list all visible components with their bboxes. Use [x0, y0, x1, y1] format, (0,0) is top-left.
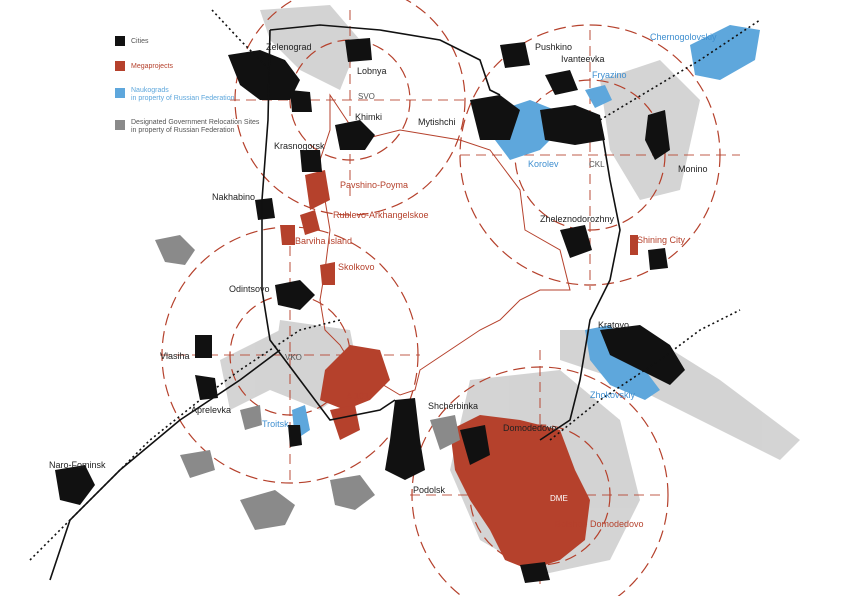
label-bolshoe-domodedovo: Bolshoe Domodedovo	[555, 519, 644, 529]
label-aprelevka: Aprelevka	[191, 405, 231, 415]
legend-swatch-cities	[115, 36, 125, 46]
city-boundary	[319, 93, 571, 396]
label-mytishchi: Mytishchi	[418, 117, 456, 127]
label-krasnogorsk: Krasnogorsk	[274, 141, 325, 151]
naukograd-labels: Chernogolovskiy Fryazino Korolev Zhokovs…	[262, 32, 717, 429]
cities-layer	[55, 38, 685, 583]
label-zheleznodorozhny: Zheleznodorozhny	[540, 214, 615, 224]
label-chernogolovskiy: Chernogolovskiy	[650, 32, 717, 42]
label-monino: Monino	[678, 164, 708, 174]
label-a101: A 101	[346, 391, 369, 401]
label-dme: DME	[550, 494, 568, 503]
legend-label-relocation-line1: Designated Government Relocation Sites	[131, 119, 260, 126]
label-vlasiha: Vlasiha	[160, 351, 190, 361]
label-odintsovo: Odintsovo	[229, 284, 270, 294]
label-pavshino-poyma: Pavshino-Poyma	[340, 180, 408, 190]
label-skolkovo: Skolkovo	[338, 262, 375, 272]
megaproject-labels: Pavshino-Poyma Rublevo-Arkhangelskoe Bar…	[295, 180, 686, 529]
label-ivanteevka: Ivanteevka	[561, 54, 605, 64]
airport-labels: SVO CKL VKO DME	[285, 92, 605, 503]
label-podolsk: Podolsk	[413, 485, 446, 495]
label-fryazino: Fryazino	[592, 70, 627, 80]
label-nakhabino: Nakhabino	[212, 192, 255, 202]
legend-swatch-relocation	[115, 120, 125, 130]
label-ckl: CKL	[589, 160, 605, 169]
label-rublevo-arkhangelskoe: Rublevo-Arkhangelskoe	[333, 210, 429, 220]
label-vko: VKO	[285, 353, 302, 362]
legend-swatch-megaprojects	[115, 61, 125, 71]
label-domodedovo: Domodedovo	[503, 423, 557, 433]
label-zhokovskiy: Zhokovskiy	[590, 390, 636, 400]
label-zelenograd: Zelenograd	[266, 42, 312, 52]
label-barviha-island: Barviha Island	[295, 236, 352, 246]
legend-label-relocation-line2: in property of Russian Federation	[131, 127, 235, 134]
legend-swatch-naukograds	[115, 88, 125, 98]
legend-label-naukograds-line2: in property of Russian Federation	[131, 95, 235, 102]
railways-dotted	[29, 9, 761, 561]
railways-solid	[49, 24, 621, 581]
legend-label-megaprojects: Megaprojects	[131, 63, 174, 70]
label-svo: SVO	[358, 92, 375, 101]
label-shining-city: Shining City	[637, 235, 686, 245]
relocation-layer	[155, 235, 460, 530]
label-troitsk: Troitsk	[262, 419, 289, 429]
label-kratovo: Kratovo	[598, 320, 629, 330]
label-shcherbinka: Shcherbinka	[428, 401, 478, 411]
label-pushkino: Pushkino	[535, 42, 572, 52]
city-labels: Zelenograd Lobnya Khimki Mytishchi Pushk…	[49, 42, 708, 495]
label-naro-fominsk: Naro-Fominsk	[49, 460, 106, 470]
label-khimki: Khimki	[355, 112, 382, 122]
label-lobnya: Lobnya	[357, 66, 387, 76]
legend-label-cities: Cities	[131, 38, 149, 45]
label-korolev: Korolev	[528, 159, 559, 169]
legend-label-naukograds-line1: Naukograds	[131, 87, 169, 94]
legend: Cities Megaprojects Naukograds in proper…	[115, 36, 260, 134]
